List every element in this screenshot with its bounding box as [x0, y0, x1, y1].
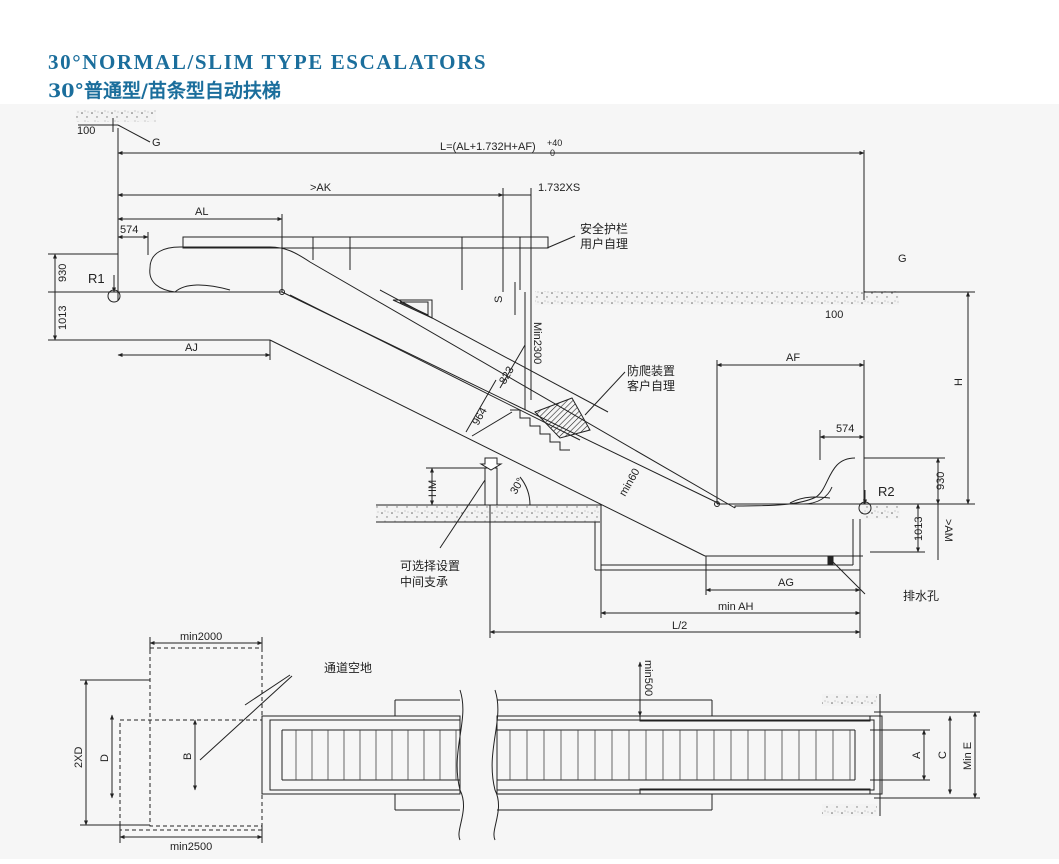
dim-930-top: 930	[57, 264, 69, 282]
dim-100-top: 100	[77, 125, 95, 137]
dim-h: H	[953, 378, 965, 386]
dim-min2500: min2500	[170, 841, 212, 853]
clear-area-min2500	[119, 719, 263, 831]
dim-b: B	[182, 753, 194, 760]
safety-guardrail	[182, 236, 549, 249]
dim-574-bottom: 574	[836, 423, 854, 435]
title-chinese: 30°普通型/苗条型自动扶梯	[48, 80, 281, 102]
note-antiscale-1: 防爬装置	[627, 363, 675, 378]
right-wall-upper	[822, 694, 877, 706]
label-g-top: G	[152, 137, 161, 149]
dim-am: >AM	[942, 519, 954, 542]
dim-l2: L/2	[672, 620, 687, 632]
note-antiscale-2: 客户自理	[627, 378, 675, 393]
drain-hole	[827, 555, 834, 565]
label-g-right: G	[898, 253, 907, 265]
dim-min500: min500	[642, 660, 654, 696]
plan-step-lines	[295, 730, 851, 780]
escalator-drawing-svg: 100 G L=(AL+1.732H+AF) +40 0 >AK 1.732XS…	[48, 110, 980, 853]
page-header: 30°NORMAL/SLIM TYPE ESCALATORS 30°普通型/苗条…	[0, 0, 1059, 104]
dim-aj: AJ	[185, 342, 198, 354]
upper-floor-slab-right	[865, 291, 899, 305]
note-guardrail-2: 用户自理	[580, 236, 628, 251]
dim-1013-top: 1013	[57, 306, 69, 330]
note-support-2: 中间支承	[400, 574, 448, 589]
dim-823: 823	[497, 365, 517, 387]
elevation-view	[48, 110, 975, 638]
dim-total-length: L=(AL+1.732H+AF)	[440, 141, 536, 153]
note-guardrail-1: 安全护栏	[580, 221, 628, 236]
dim-min60: min60	[617, 467, 642, 499]
title-english: 30°NORMAL/SLIM TYPE ESCALATORS	[48, 50, 488, 74]
lower-floor-slab-right	[860, 505, 900, 519]
dim-tolerance-upper: +40	[547, 138, 562, 148]
dim-min-ah: min AH	[718, 601, 754, 613]
dim-30deg: 30°	[508, 476, 527, 496]
dim-a: A	[911, 751, 923, 759]
plan-view	[80, 637, 980, 843]
dim-af: AF	[786, 352, 800, 364]
dim-1013-bottom: 1013	[913, 517, 925, 541]
plan-labels: min2000 通道空地 min500 2XD D B A C Min E mi…	[73, 631, 974, 853]
dim-min2000: min2000	[180, 631, 222, 643]
dim-930-bottom: 930	[935, 472, 947, 490]
dim-min2300: Min2300	[531, 322, 543, 364]
dim-al: AL	[195, 206, 208, 218]
upper-handrail	[149, 246, 736, 509]
dim-xs: 1.732XS	[538, 182, 580, 194]
clear-area-min2000	[149, 647, 263, 827]
dim-hm: HM	[427, 480, 439, 497]
dim-100-right: 100	[825, 309, 843, 321]
right-wall-lower	[822, 804, 877, 816]
upper-support-triangle	[392, 299, 433, 319]
dim-d: D	[99, 754, 111, 762]
dim-tolerance-lower: 0	[550, 148, 555, 158]
dim-ak: >AK	[310, 182, 332, 194]
label-r1: R1	[88, 271, 105, 286]
upper-floor-slab-left	[76, 110, 156, 122]
dim-574-top: 574	[120, 224, 138, 236]
note-clear-area: 通道空地	[324, 661, 372, 675]
technical-drawing: 100 G L=(AL+1.732H+AF) +40 0 >AK 1.732XS…	[0, 104, 1059, 859]
label-r2: R2	[878, 484, 895, 499]
upper-floor-slab-mid	[535, 291, 870, 305]
dim-2xd: 2XD	[73, 747, 85, 768]
lower-floor-slab-left	[376, 505, 601, 522]
note-support-1: 可选择设置	[400, 559, 460, 573]
note-drain: 排水孔	[903, 589, 939, 603]
dim-ag: AG	[778, 577, 794, 589]
dim-c: C	[937, 751, 949, 759]
dim-min-e: Min E	[962, 742, 974, 770]
anti-climb-device	[534, 397, 591, 439]
dim-s: S	[493, 296, 505, 303]
dim-964: 964	[470, 406, 490, 428]
intermediate-support-column	[484, 467, 498, 506]
